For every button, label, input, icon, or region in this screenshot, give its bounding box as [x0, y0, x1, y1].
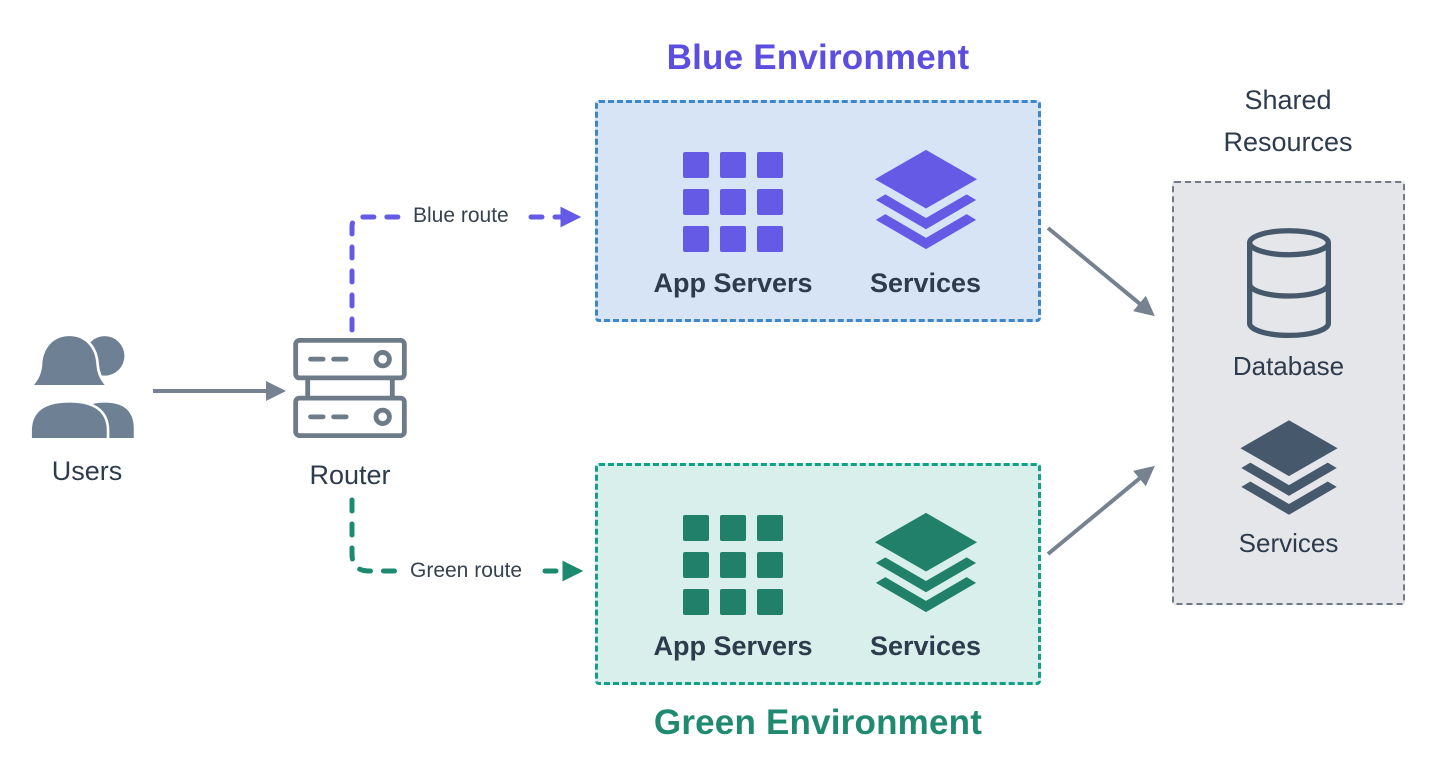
services-layers-icon — [874, 512, 977, 613]
blue-environment-box: App Servers Services — [595, 100, 1041, 322]
app-servers-grid-icon — [682, 515, 783, 615]
database-icon — [1246, 228, 1331, 338]
green-route-label: Green route — [410, 559, 523, 582]
app-servers-label: App Servers — [653, 631, 813, 661]
services-layers-icon — [1239, 420, 1338, 515]
green-environment-box: App Servers Services — [595, 463, 1041, 685]
green-route-path — [349, 497, 409, 574]
users-label: Users — [51, 456, 123, 486]
blue-to-shared-arrow — [1046, 226, 1155, 317]
green-environment-title: Green Environment — [653, 703, 983, 742]
green-to-shared-arrow — [1046, 465, 1155, 556]
services-label: Services — [869, 268, 982, 298]
users-icon — [29, 333, 134, 438]
services-label: Services — [869, 631, 982, 661]
green-services-item: Services — [869, 511, 983, 662]
green-app-servers-item: App Servers — [653, 515, 813, 662]
router-node: Router — [291, 338, 409, 491]
app-servers-grid-icon — [682, 152, 783, 252]
router-label: Router — [309, 460, 391, 490]
blue-app-servers-item: App Servers — [653, 152, 813, 299]
blue-route-label: Blue route — [413, 204, 509, 227]
database-label: Database — [1232, 351, 1345, 381]
blue-services-item: Services — [869, 148, 983, 299]
shared-resources-title: Shared Resources — [1223, 85, 1353, 157]
shared-resources-box: Database Services — [1172, 181, 1405, 605]
services-layers-icon — [874, 149, 977, 250]
app-servers-label: App Servers — [653, 268, 813, 298]
shared-services-label: Services — [1238, 528, 1339, 558]
users-node: Users — [24, 332, 150, 487]
blue-route-path — [349, 214, 409, 333]
router-icon — [293, 338, 407, 438]
blue-environment-title: Blue Environment — [666, 38, 970, 77]
